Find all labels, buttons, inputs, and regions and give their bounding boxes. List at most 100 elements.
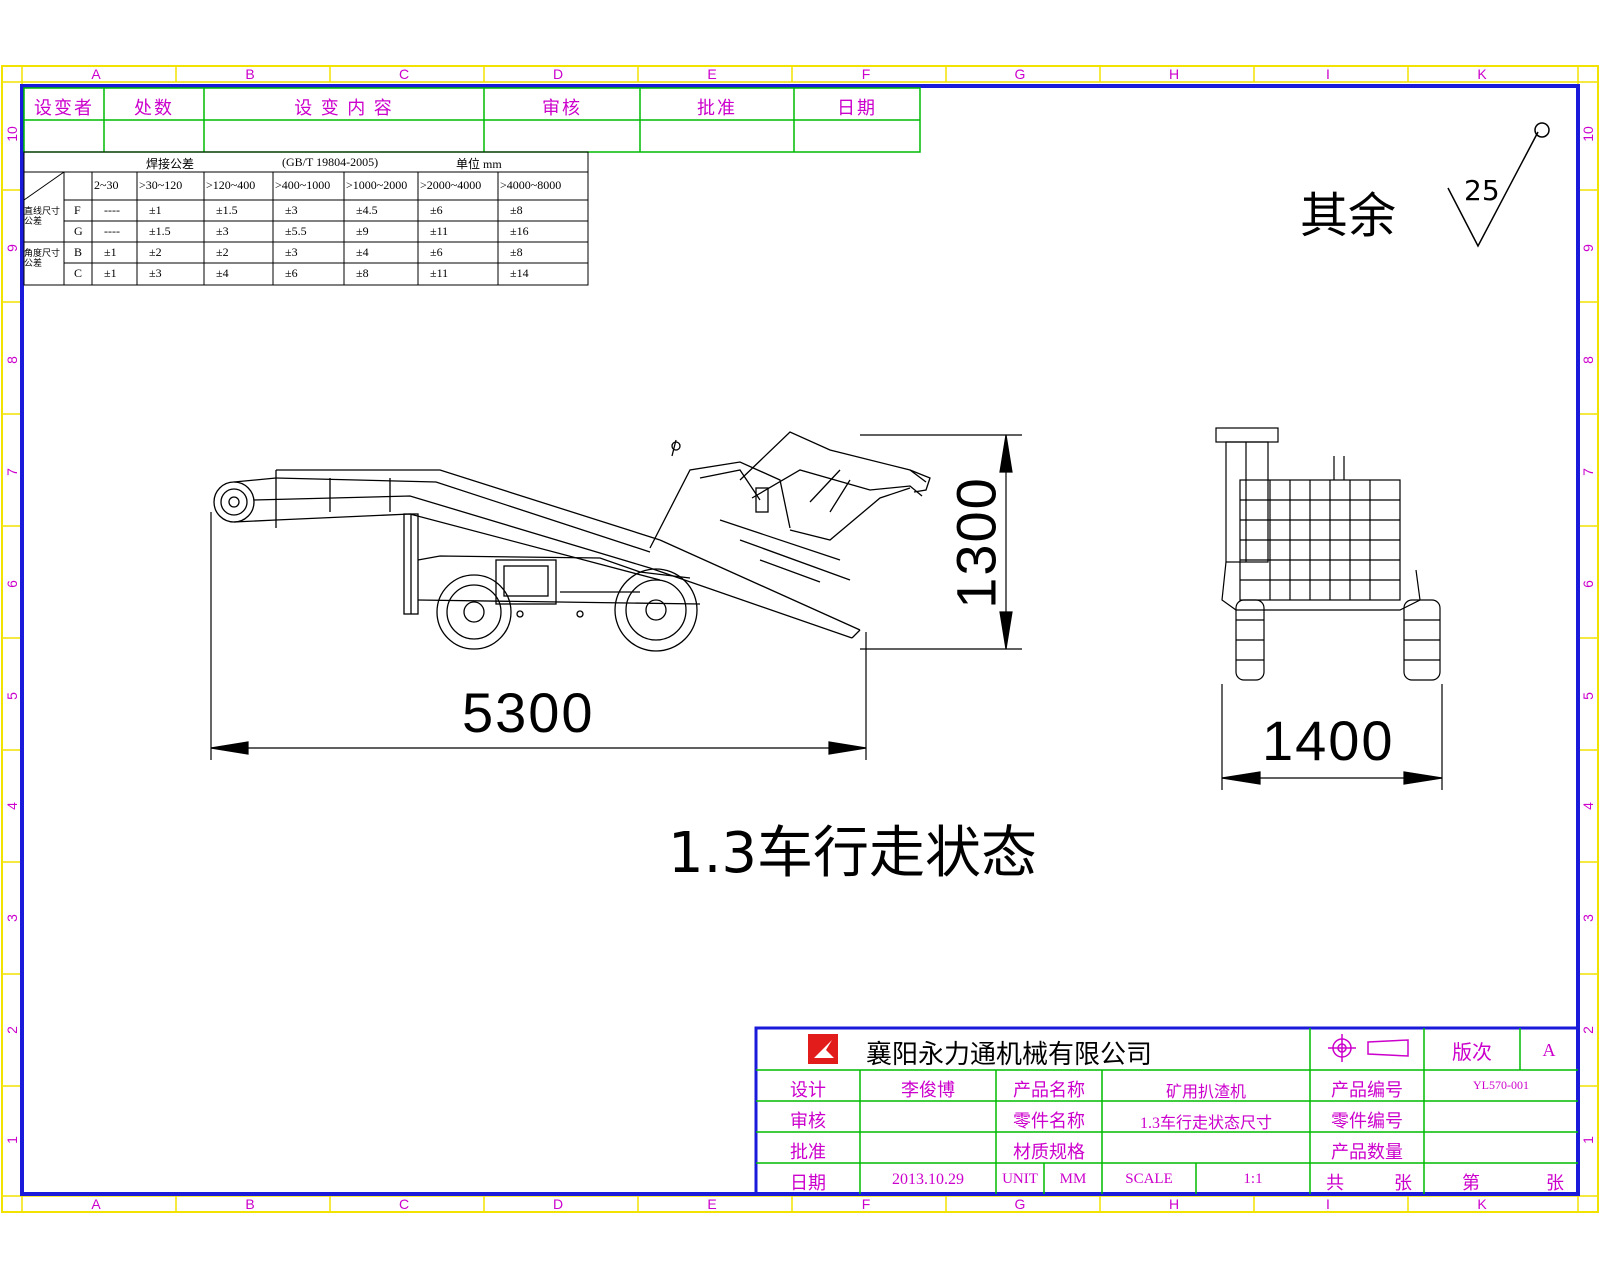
zone-number-right: 2: [1580, 1026, 1596, 1034]
tolerance-value: ±16: [510, 224, 529, 238]
tolerance-value: ±1: [149, 203, 162, 217]
zone-letter-top: H: [1168, 66, 1180, 82]
zone-number-right: 10: [1580, 126, 1596, 142]
tolerance-row-group-linear: 直线尺寸公差: [24, 206, 61, 226]
tolerance-value: ±1: [104, 245, 117, 259]
tolerance-value: ±3: [216, 224, 229, 238]
tolerance-value: ±14: [510, 266, 529, 280]
tolerance-value: ±6: [285, 266, 298, 280]
zone-letter-top: A: [91, 66, 101, 82]
tolerance-column-header: >1000~2000: [346, 178, 408, 192]
rev-header-review: 审核: [542, 98, 582, 118]
tolerance-column-header: 2~30: [94, 178, 119, 192]
tolerance-value: ±3: [285, 203, 298, 217]
dimension-side-height: 1300: [944, 476, 1008, 609]
revision-label: 版次: [1452, 1042, 1492, 1064]
material-label: 材质规格: [1013, 1142, 1085, 1162]
zone-letter-top: K: [1477, 66, 1487, 82]
tolerance-grade: G: [74, 224, 83, 238]
zone-letter-top: D: [552, 66, 564, 82]
tolerance-value: ±6: [430, 245, 443, 259]
zone-number-left: 2: [4, 1026, 20, 1034]
tolerance-column-header: >2000~4000: [420, 178, 482, 192]
tolerance-value: ±4: [356, 245, 369, 259]
zone-frame: [1, 65, 1599, 1213]
tolerance-column-header: >30~120: [139, 178, 183, 192]
company-logo: [808, 1034, 838, 1064]
zone-number-left: 9: [4, 244, 20, 252]
tolerance-standard: (GB/T 19804-2005): [282, 155, 379, 169]
tolerance-table-grid: [23, 151, 589, 286]
part-name-label: 零件名称: [1013, 1111, 1085, 1131]
tolerance-unit: 单位 mm: [456, 157, 502, 171]
zone-letter-top: B: [245, 66, 255, 82]
zone-number-left: 4: [4, 802, 20, 810]
tolerance-value: ±1.5: [216, 203, 238, 217]
designer-name: 李俊博: [901, 1080, 955, 1100]
zone-letter-bottom: H: [1168, 1196, 1180, 1212]
tolerance-value: ----: [104, 224, 120, 238]
front-view-drawing: [1215, 427, 1441, 681]
part-code-label: 零件编号: [1331, 1111, 1403, 1131]
roughness-symbol: [1447, 122, 1550, 248]
tolerance-row-group-angular: 角度尺寸公差: [24, 248, 61, 268]
zone-letter-top: F: [861, 66, 871, 82]
rev-header-content: 设 变 内 容: [294, 98, 394, 118]
zone-letter-bottom: E: [707, 1196, 717, 1212]
zone-number-right: 4: [1580, 802, 1596, 810]
tolerance-value: ±11: [430, 266, 449, 280]
zone-letter-top: C: [398, 66, 410, 82]
zone-number-left: 3: [4, 914, 20, 922]
rev-header-approve: 批准: [697, 98, 737, 118]
zone-number-right: 7: [1580, 468, 1596, 476]
zone-number-right: 1: [1580, 1136, 1596, 1144]
tolerance-grade: F: [74, 203, 81, 217]
tolerance-value: ±5.5: [285, 224, 307, 238]
tolerance-title: 焊接公差: [146, 157, 195, 171]
zone-number-left: 6: [4, 580, 20, 588]
total-sheets-label-a: 共: [1326, 1173, 1344, 1193]
design-label: 设计: [790, 1080, 826, 1100]
zone-number-right: 3: [1580, 914, 1596, 922]
zone-number-left: 7: [4, 468, 20, 476]
tolerance-value: ±9: [356, 224, 369, 238]
zone-number-right: 8: [1580, 356, 1596, 364]
quantity-label: 产品数量: [1331, 1142, 1403, 1162]
tolerance-value: ±3: [149, 266, 162, 280]
zone-number-left: 5: [4, 692, 20, 700]
rev-header-changer: 设变者: [34, 98, 94, 118]
sheet-no-label-b: 张: [1546, 1173, 1564, 1193]
tolerance-column-header: >400~1000: [275, 178, 331, 192]
sheet-no-label-a: 第: [1462, 1173, 1480, 1193]
zone-number-right: 9: [1580, 244, 1596, 252]
rev-header-date: 日期: [837, 98, 877, 118]
dimension-side-length: 5300: [462, 681, 595, 744]
scale-label: SCALE: [1125, 1171, 1173, 1187]
scale-value: 1:1: [1243, 1171, 1263, 1187]
tolerance-value: ±2: [149, 245, 162, 259]
company-name: 襄阳永力通机械有限公司: [866, 1040, 1153, 1070]
product-code-label: 产品编号: [1331, 1080, 1403, 1100]
rev-header-count: 处数: [134, 98, 174, 118]
tolerance-value: ±3: [285, 245, 298, 259]
side-view-drawing: [213, 431, 931, 652]
title-block-grid: [754, 1026, 1580, 1196]
zone-letter-bottom: G: [1014, 1196, 1026, 1212]
zone-letter-bottom: D: [552, 1196, 564, 1212]
tolerance-value: ±11: [430, 224, 449, 238]
approve-label: 批准: [790, 1142, 826, 1162]
zone-letter-top: E: [707, 66, 717, 82]
zone-letter-top: G: [1014, 66, 1026, 82]
projection-symbol: [1328, 1034, 1409, 1062]
product-name-value: 矿用扒渣机: [1165, 1084, 1246, 1101]
tolerance-value: ±8: [510, 245, 523, 259]
tolerance-value: ±4.5: [356, 203, 378, 217]
tolerance-column-header: >120~400: [206, 178, 256, 192]
revision-value: A: [1542, 1040, 1556, 1060]
product-code-value: YL570-001: [1473, 1078, 1529, 1092]
zone-number-left: 8: [4, 356, 20, 364]
tolerance-value: ±1: [104, 266, 117, 280]
date-label: 日期: [790, 1173, 826, 1193]
product-name-label: 产品名称: [1013, 1080, 1085, 1100]
